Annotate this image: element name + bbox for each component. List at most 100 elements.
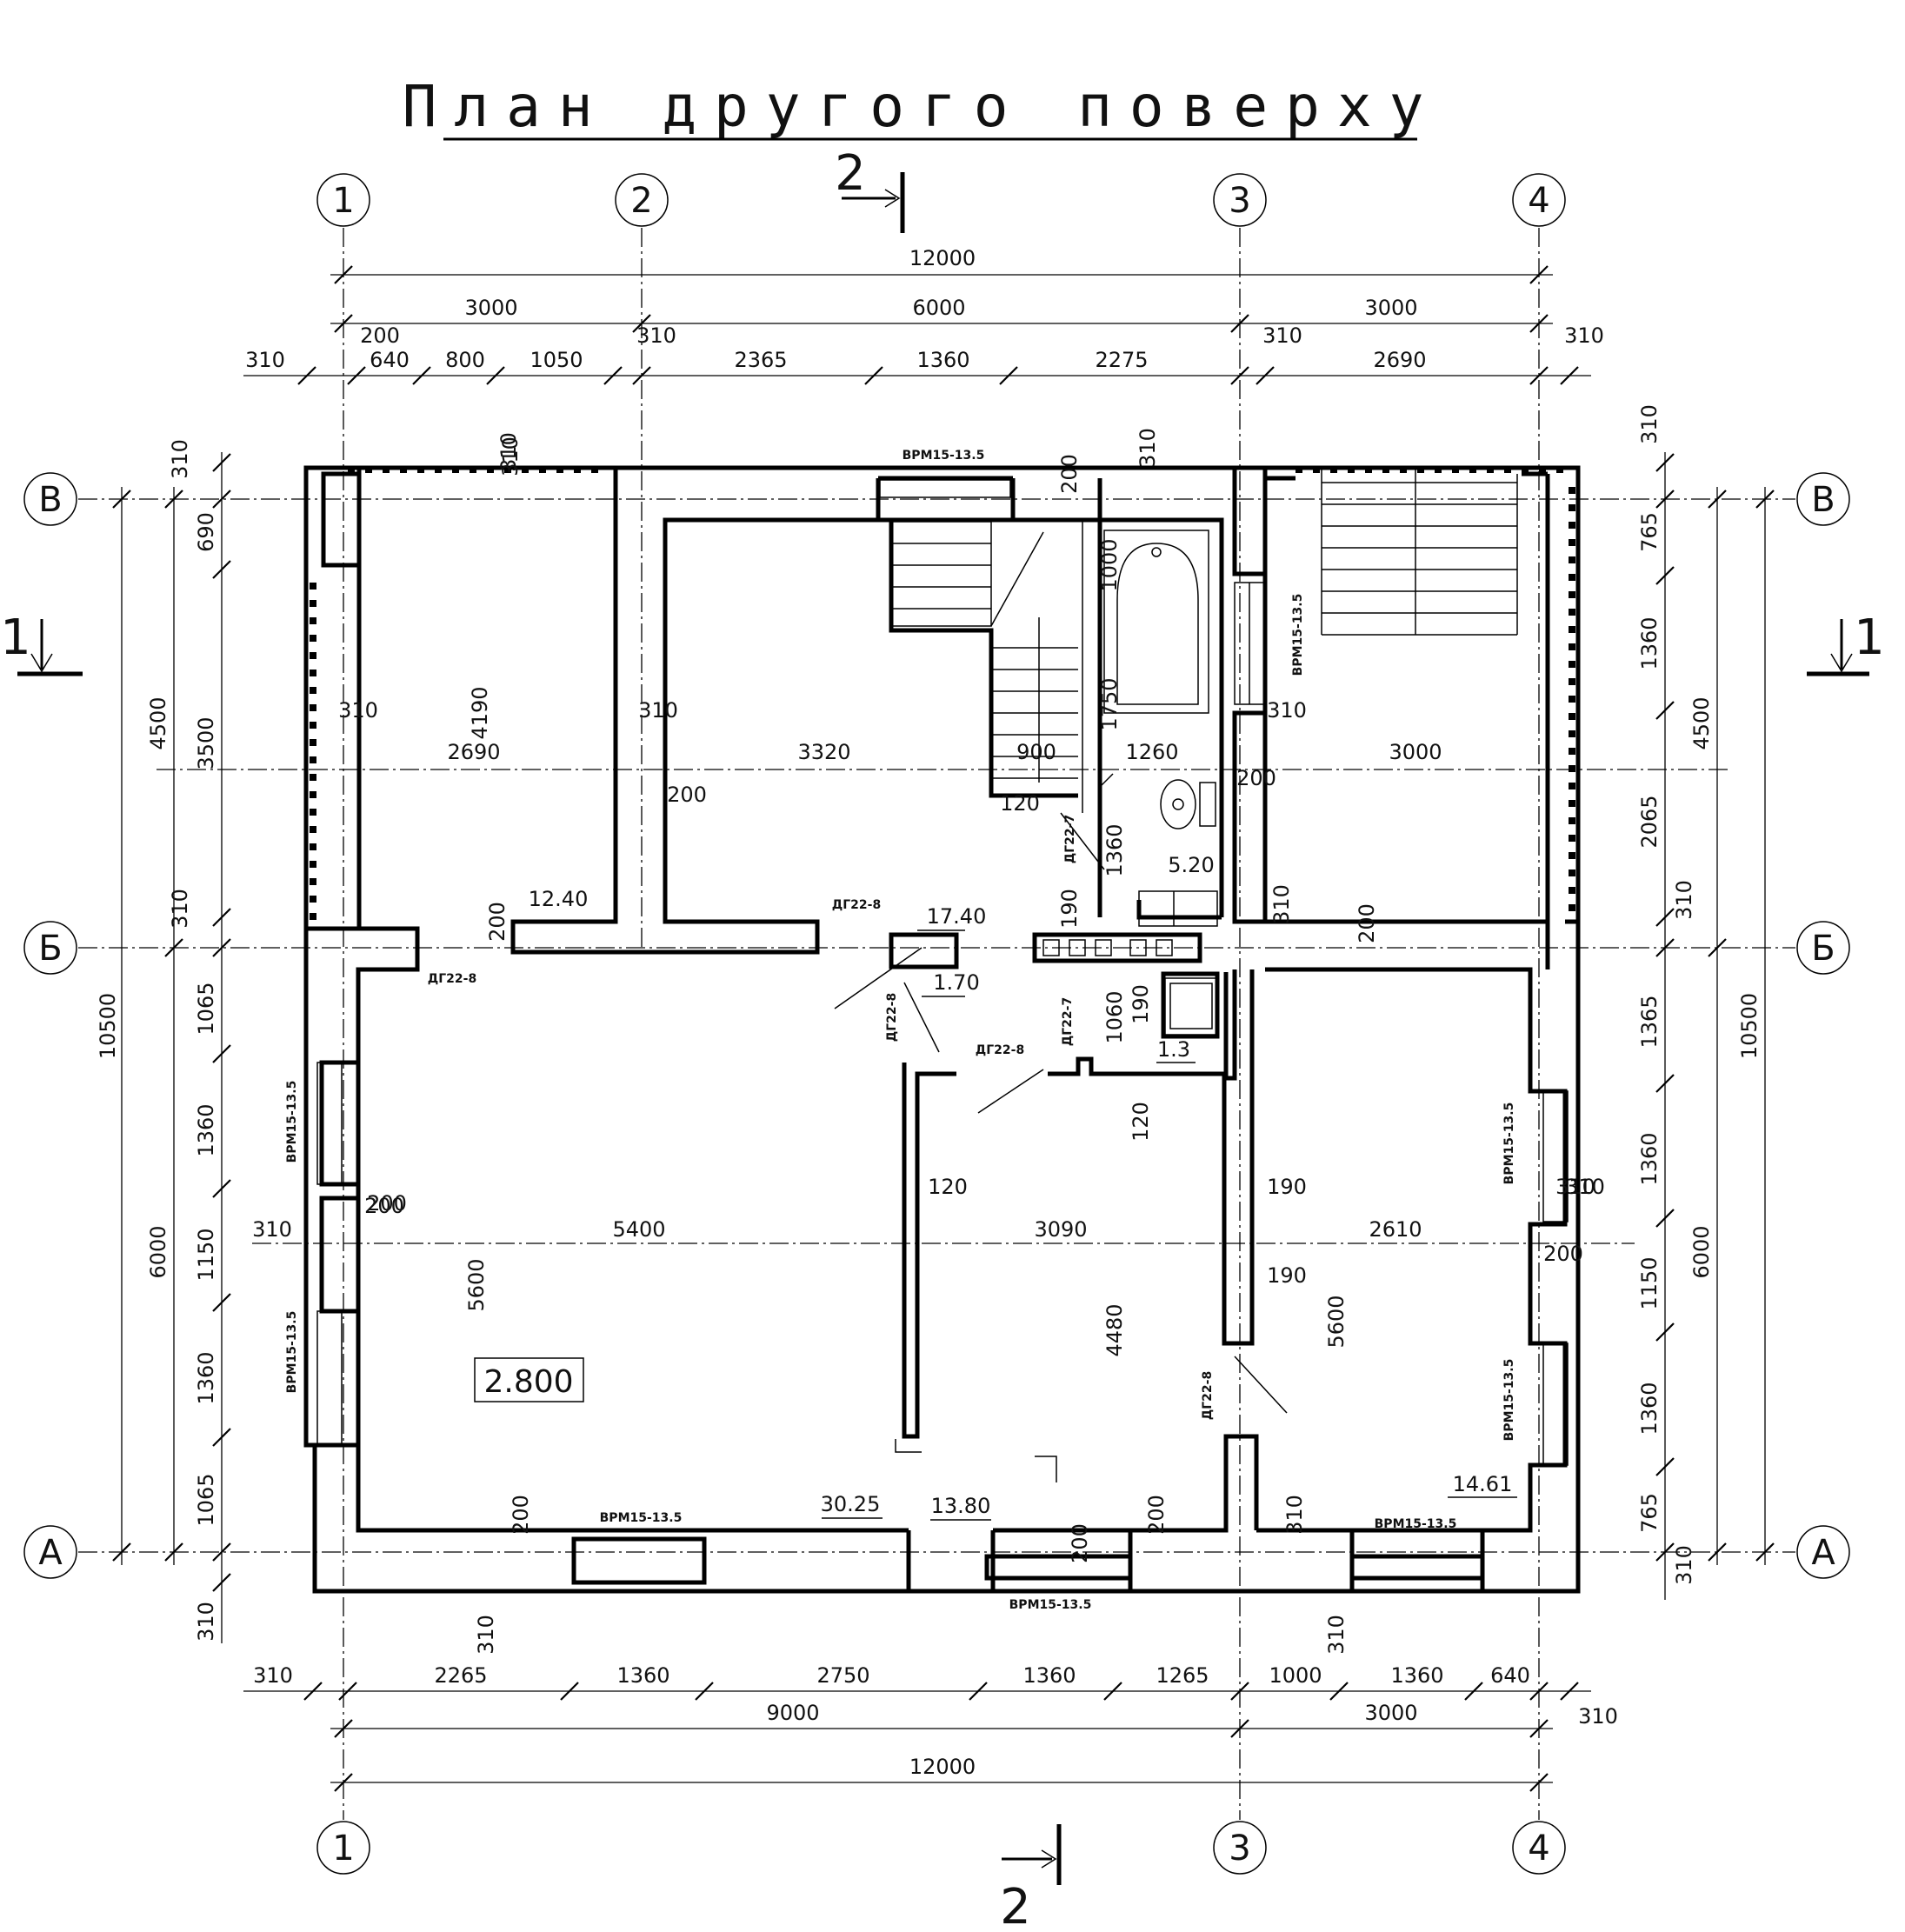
- svg-text:200: 200: [1057, 454, 1082, 494]
- svg-text:190: 190: [1057, 889, 1082, 929]
- svg-text:2: 2: [1000, 1879, 1031, 1932]
- svg-text:310: 310: [1637, 404, 1662, 444]
- svg-text:Б: Б: [38, 929, 62, 969]
- svg-text:1: 1: [0, 610, 31, 666]
- svg-text:ДГ22-8: ДГ22-8: [976, 1043, 1024, 1057]
- ventilation-ducts: [1034, 934, 1201, 962]
- window-marks: ВРМ15-13.5 ВРМ15-13.5 ВРМ15-13.5 ВРМ15-1…: [285, 449, 1516, 1612]
- svg-text:1360: 1360: [916, 348, 969, 372]
- svg-text:800: 800: [445, 348, 485, 372]
- svg-text:ВРМ15-13.5: ВРМ15-13.5: [600, 1511, 683, 1525]
- svg-text:6000: 6000: [146, 1225, 170, 1278]
- svg-text:1360: 1360: [1390, 1663, 1443, 1688]
- door-swings: [834, 773, 1288, 1482]
- svg-text:200: 200: [667, 783, 707, 807]
- svg-text:2: 2: [630, 181, 652, 221]
- svg-text:310: 310: [252, 1217, 292, 1242]
- svg-text:3000: 3000: [464, 296, 517, 320]
- svg-text:4: 4: [1528, 181, 1549, 221]
- svg-text:ДГ22-8: ДГ22-8: [428, 972, 476, 986]
- svg-text:5600: 5600: [464, 1258, 489, 1311]
- stair-left: [890, 521, 1083, 813]
- svg-text:12000: 12000: [909, 1755, 976, 1779]
- svg-text:1060: 1060: [1102, 990, 1127, 1043]
- svg-text:120: 120: [1000, 791, 1040, 816]
- svg-text:200: 200: [509, 1495, 533, 1535]
- axis-bubble-b-left: Б: [23, 921, 77, 975]
- svg-text:ВРМ15-13.5: ВРМ15-13.5: [1009, 1598, 1092, 1612]
- svg-text:4500: 4500: [1689, 696, 1714, 749]
- axis-bubble-v-right: В: [1796, 472, 1850, 526]
- svg-text:3: 3: [1229, 1829, 1250, 1869]
- svg-text:2065: 2065: [1637, 795, 1662, 848]
- svg-text:1365: 1365: [1637, 995, 1662, 1048]
- svg-text:1000: 1000: [1269, 1663, 1322, 1688]
- axis-bubble-2-top: 2: [615, 173, 669, 227]
- svg-text:310: 310: [498, 436, 523, 476]
- svg-text:200: 200: [1144, 1495, 1169, 1535]
- svg-text:190: 190: [1267, 1263, 1307, 1288]
- svg-text:120: 120: [1129, 1102, 1153, 1142]
- svg-text:1360: 1360: [1637, 1132, 1662, 1185]
- svg-text:310: 310: [1324, 1615, 1349, 1655]
- svg-text:900: 900: [1016, 740, 1056, 764]
- svg-text:310: 310: [1282, 1495, 1307, 1535]
- svg-text:310: 310: [245, 348, 285, 372]
- level-marker: 2.800: [474, 1357, 584, 1402]
- area-room-7: 13.80: [931, 1494, 991, 1518]
- svg-text:10500: 10500: [96, 993, 120, 1059]
- svg-text:5600: 5600: [1324, 1295, 1349, 1348]
- svg-text:200: 200: [1355, 903, 1379, 943]
- svg-text:2365: 2365: [734, 348, 787, 372]
- svg-text:1000: 1000: [1097, 538, 1122, 591]
- svg-text:2750: 2750: [816, 1663, 869, 1688]
- svg-text:ВРМ15-13.5: ВРМ15-13.5: [285, 1081, 299, 1163]
- svg-text:ДГ22-8: ДГ22-8: [1201, 1371, 1215, 1420]
- svg-text:4190: 4190: [468, 686, 492, 739]
- svg-text:310: 310: [638, 698, 678, 723]
- svg-text:2.800: 2.800: [483, 1364, 573, 1400]
- walls: [303, 465, 1581, 1594]
- svg-text:ДГ22-8: ДГ22-8: [885, 993, 899, 1042]
- svg-text:190: 190: [1267, 1175, 1307, 1199]
- svg-text:А: А: [1811, 1533, 1835, 1573]
- svg-text:310: 310: [1564, 323, 1604, 348]
- axis-bubble-3-top: 3: [1213, 173, 1267, 227]
- svg-text:200: 200: [1543, 1242, 1583, 1266]
- window-frames: [316, 479, 1569, 1466]
- svg-text:1050: 1050: [530, 348, 583, 372]
- svg-text:640: 640: [370, 348, 410, 372]
- svg-text:3000: 3000: [1364, 1701, 1417, 1725]
- svg-text:ДГ22-7: ДГ22-7: [1061, 997, 1075, 1046]
- bathtub: [1103, 530, 1209, 714]
- svg-text:ВРМ15-13.5: ВРМ15-13.5: [1375, 1517, 1457, 1531]
- svg-text:1065: 1065: [194, 982, 218, 1035]
- svg-text:690: 690: [194, 512, 218, 552]
- svg-text:1: 1: [332, 181, 354, 221]
- svg-text:4480: 4480: [1102, 1303, 1127, 1356]
- svg-text:10500: 10500: [1737, 993, 1762, 1059]
- svg-text:ВРМ15-13.5: ВРМ15-13.5: [1502, 1103, 1516, 1185]
- svg-text:1360: 1360: [1637, 1382, 1662, 1435]
- sink: [1138, 890, 1218, 927]
- svg-text:200: 200: [367, 1191, 407, 1216]
- svg-text:310: 310: [338, 698, 378, 723]
- svg-text:3000: 3000: [1364, 296, 1417, 320]
- svg-text:3: 3: [1229, 181, 1250, 221]
- svg-text:ВРМ15-13.5: ВРМ15-13.5: [1502, 1359, 1516, 1442]
- svg-text:ВРМ15-13.5: ВРМ15-13.5: [285, 1311, 299, 1394]
- svg-text:5400: 5400: [612, 1217, 665, 1242]
- dotted-walls: [310, 466, 1575, 922]
- axis-bubble-1-top: 1: [316, 173, 370, 227]
- svg-text:1: 1: [1854, 610, 1885, 666]
- svg-text:2265: 2265: [434, 1663, 487, 1688]
- svg-text:310: 310: [1578, 1704, 1618, 1729]
- svg-text:310: 310: [636, 323, 676, 348]
- axis-bubble-1-bottom: 1: [316, 1821, 370, 1875]
- svg-text:310: 310: [194, 1602, 218, 1642]
- area-room-8: 14.61: [1453, 1472, 1513, 1496]
- svg-text:1750: 1750: [1097, 677, 1122, 730]
- svg-text:ДГ22-7: ДГ22-7: [1063, 815, 1077, 863]
- svg-text:310: 310: [1672, 1545, 1696, 1585]
- svg-text:310: 310: [1267, 698, 1307, 723]
